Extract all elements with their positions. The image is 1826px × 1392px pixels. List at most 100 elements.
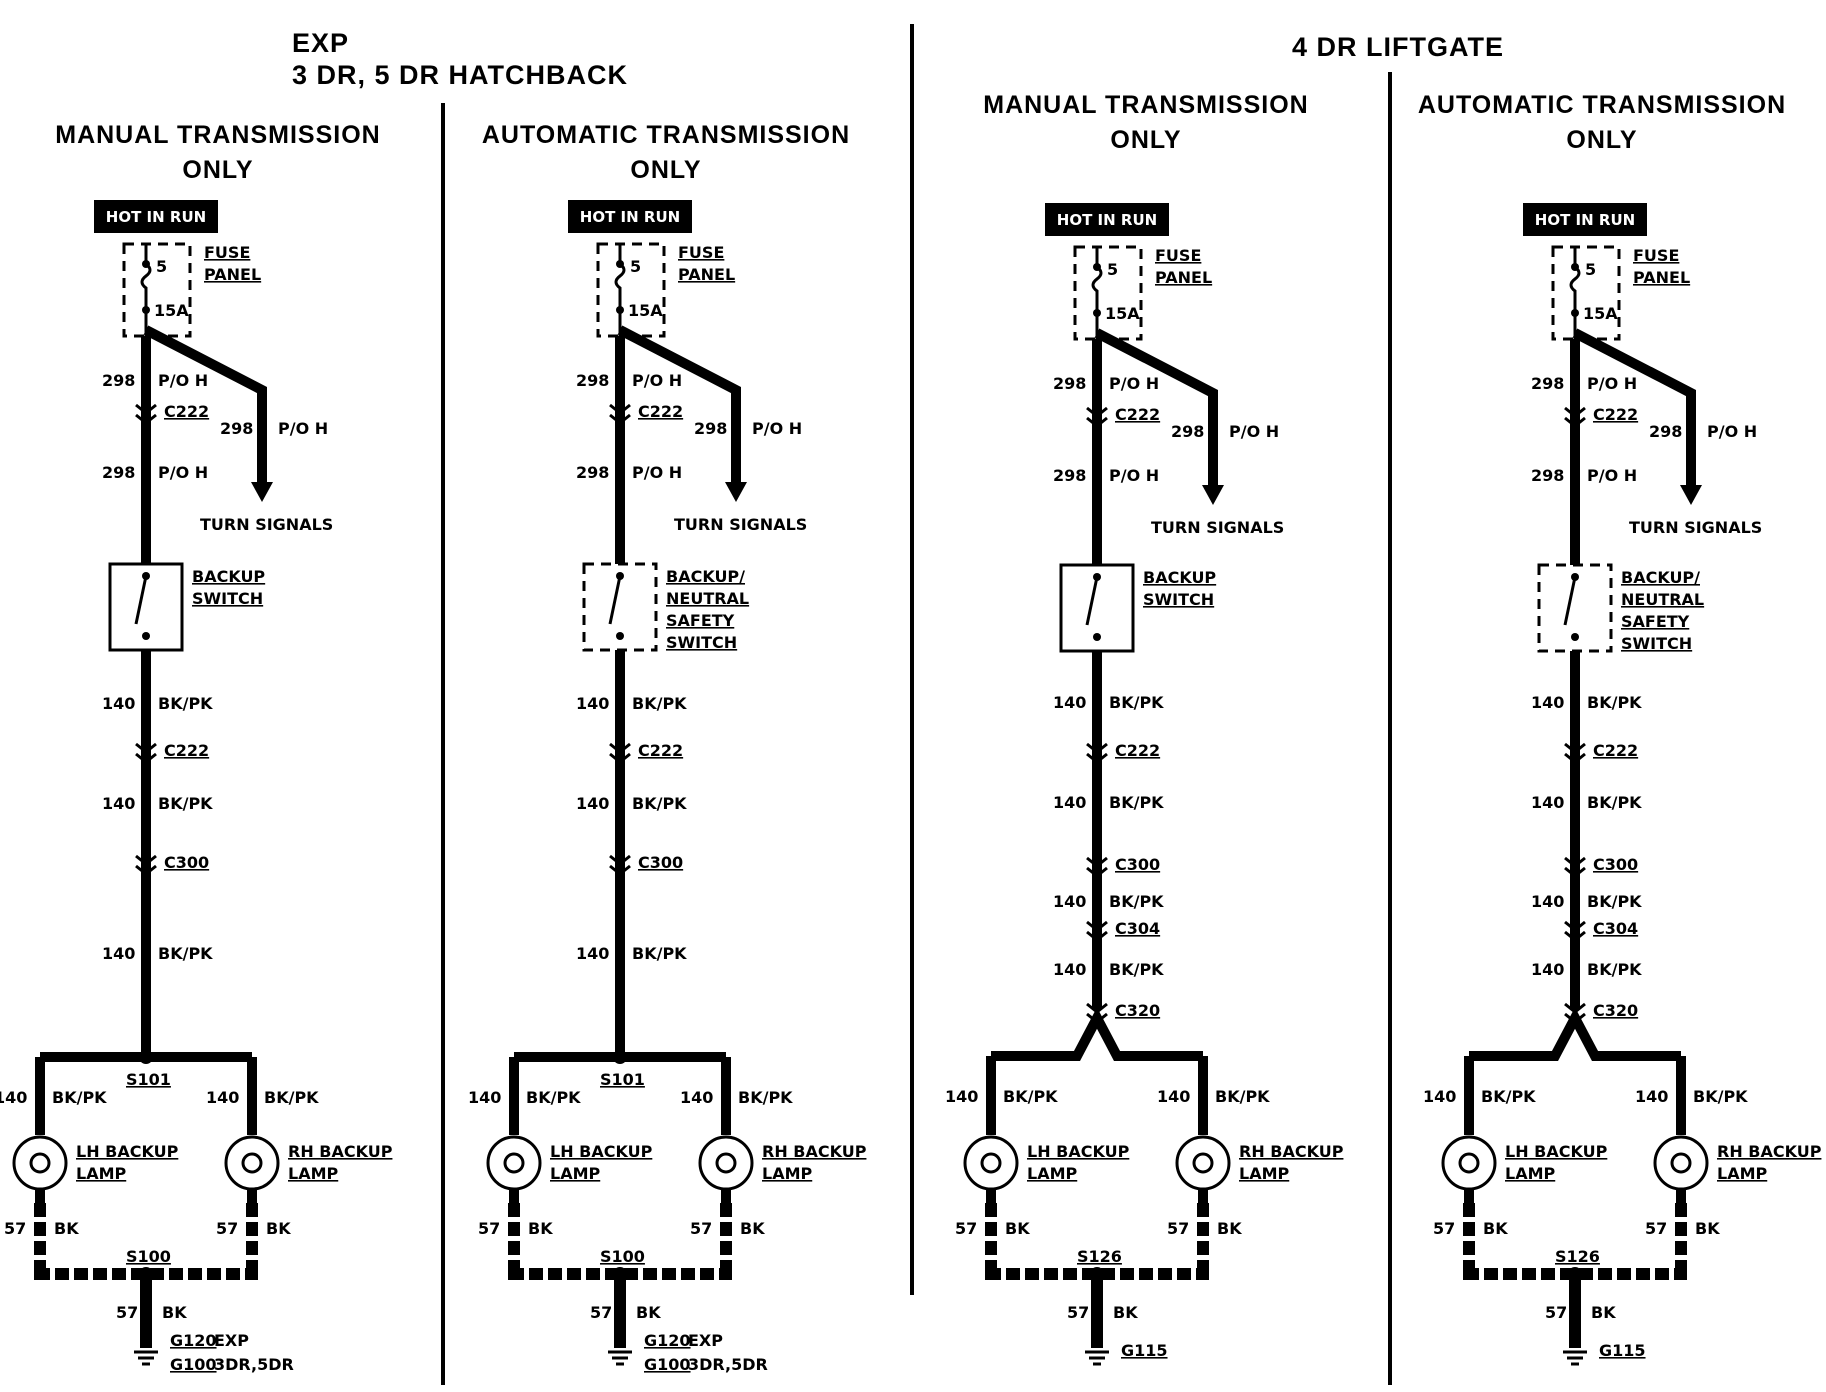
connector-label: C222 [1593, 741, 1638, 760]
wire-color: P/O H [632, 463, 682, 482]
fuse-terminal [1093, 309, 1101, 317]
wire-color: BK [54, 1219, 79, 1238]
connector-c222 [1086, 742, 1108, 764]
wire-color: P/O H [1109, 374, 1159, 393]
wire-number: 298 [220, 419, 253, 438]
wire-number: 298 [1171, 422, 1204, 441]
panel-subtitle: ONLY [1110, 126, 1181, 154]
wire-number: 57 [1167, 1219, 1189, 1238]
splice-label: S101 [600, 1070, 645, 1089]
ground-label: G115 [1121, 1341, 1168, 1360]
wire-number: 140 [102, 694, 135, 713]
wire-color: BK [1005, 1219, 1030, 1238]
ground-label: G120 [644, 1331, 691, 1350]
lamp-filament-icon [29, 1152, 51, 1174]
wire-number: 57 [4, 1219, 26, 1238]
wire-number: 140 [468, 1088, 501, 1107]
splice-label: S101 [126, 1070, 171, 1089]
ground-icon [1563, 1350, 1587, 1366]
splice-label: S126 [1555, 1247, 1600, 1266]
wire-bus [1469, 1007, 1681, 1061]
connector-c304 [1564, 920, 1586, 942]
switch-label: SWITCH [1621, 634, 1692, 653]
panel-subtitle: ONLY [182, 156, 253, 184]
ground-label: G115 [1599, 1341, 1646, 1360]
arrow-icon [1680, 485, 1702, 505]
panel-title: MANUAL TRANSMISSION [55, 121, 380, 149]
connector-label: C222 [638, 741, 683, 760]
fuse-terminal [1093, 263, 1101, 271]
hot-in-run-box [568, 200, 692, 233]
wire-color: BK/PK [738, 1088, 793, 1107]
switch-terminal [1571, 633, 1579, 641]
wire-color: BK/PK [632, 794, 687, 813]
connector-c222-upper [1564, 406, 1586, 428]
wire-number: 57 [1645, 1219, 1667, 1238]
wire-number: 298 [576, 371, 609, 390]
wire-number: 57 [216, 1219, 238, 1238]
fuse-terminal [616, 306, 624, 314]
wire-color: BK/PK [1587, 793, 1642, 812]
wire-number: 140 [102, 794, 135, 813]
ground-note: 3DR,5DR [214, 1355, 294, 1374]
switch-contact [1563, 576, 1577, 626]
group-right-title: 4 DR LIFTGATE [1292, 32, 1504, 62]
fuse-terminal [142, 306, 150, 314]
wire-number: 57 [955, 1219, 977, 1238]
connector-c304 [1086, 920, 1108, 942]
wire-color: BK [1695, 1219, 1720, 1238]
wire-number: 298 [1053, 466, 1086, 485]
fuse-amperage: 15A [1583, 304, 1618, 323]
hot-in-run-box [94, 200, 218, 233]
wire-color: P/O H [1109, 466, 1159, 485]
wire-number: 140 [1531, 793, 1564, 812]
ground-note: EXP [214, 1331, 249, 1350]
lamp-filament-icon [1192, 1152, 1214, 1174]
panel-subtitle: ONLY [1566, 126, 1637, 154]
wire-number: 140 [1531, 960, 1564, 979]
wire-color: BK/PK [632, 694, 687, 713]
switch-label: SAFETY [666, 611, 735, 630]
connector-c300 [1564, 856, 1586, 878]
switch-terminal [1093, 633, 1101, 641]
rh-lamp-label: LAMP [288, 1164, 339, 1183]
wire-number: 298 [576, 463, 609, 482]
wire-color: BK [1591, 1303, 1616, 1322]
connector-c222 [609, 742, 631, 764]
wire-number: 140 [680, 1088, 713, 1107]
lh-lamp-label: LAMP [76, 1164, 127, 1183]
wire-number: 57 [1067, 1303, 1089, 1322]
fuse-terminal [142, 260, 150, 268]
switch-contact [134, 575, 148, 625]
hot-in-run-box [1045, 203, 1169, 236]
connector-label: C300 [164, 853, 209, 872]
splice-label: S126 [1077, 1247, 1122, 1266]
ground-icon [608, 1350, 632, 1366]
connector-label: C304 [1593, 919, 1638, 938]
wire-number: 140 [1053, 960, 1086, 979]
wire-number: 140 [576, 944, 609, 963]
hot-in-run-box [1523, 203, 1647, 236]
wire-number: 298 [694, 419, 727, 438]
fuse-number: 5 [1107, 260, 1118, 279]
connector-c300 [1086, 856, 1108, 878]
splice-label: S100 [600, 1247, 645, 1266]
connector-label: C222 [164, 402, 209, 421]
group-left-title-line2: 3 DR, 5 DR HATCHBACK [292, 60, 628, 90]
wire-number: 298 [1531, 466, 1564, 485]
lamp-bulb-icon [486, 1135, 542, 1191]
arrow-icon [251, 482, 273, 502]
wire-color: P/O H [278, 419, 328, 438]
connector-c222-upper [609, 403, 631, 425]
lamp-filament-icon [1670, 1152, 1692, 1174]
ground-label: G120 [170, 1331, 217, 1350]
ground-bus [1463, 1268, 1687, 1280]
fuse-panel-label: PANEL [1633, 268, 1690, 287]
hot-in-run-label: HOT IN RUN [106, 208, 206, 226]
wire-number: 57 [1433, 1219, 1455, 1238]
connector-c300 [609, 854, 631, 876]
arrow-icon [1202, 485, 1224, 505]
connector-c300 [135, 854, 157, 876]
